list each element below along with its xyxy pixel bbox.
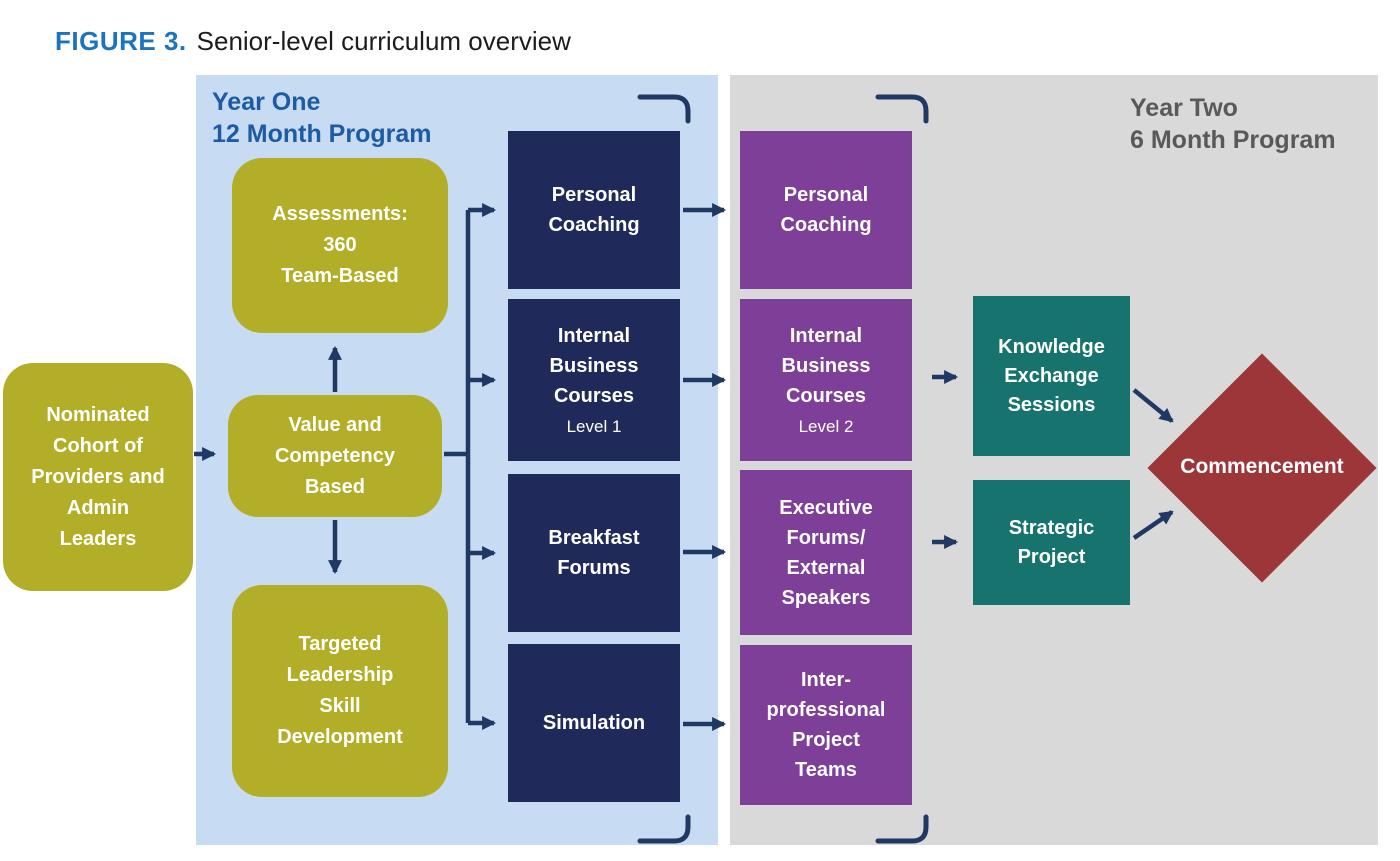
bracket-year-one-top (637, 94, 691, 124)
bracket-year-two-bottom (875, 814, 929, 844)
node-commencement: Commencement (1180, 455, 1344, 478)
node-y1-personal-coaching: Personal Coaching (508, 131, 680, 289)
node-value-competency: Value and Competency Based (228, 395, 442, 517)
bracket-year-two-top (875, 94, 929, 124)
node-label: Internal Business Courses (549, 324, 639, 407)
node-assessments: Assessments: 360 Team-Based (232, 158, 448, 333)
bracket-year-one-bottom (637, 814, 691, 844)
node-nominated-cohort: Nominated Cohort of Providers and Admin … (3, 363, 193, 591)
arrow-knowledge-to-commencement (1132, 388, 1174, 423)
node-sublabel: Level 2 (798, 416, 854, 436)
node-strategic-project: Strategic Project (973, 480, 1130, 605)
year-one-heading: Year One 12 Month Program (212, 88, 432, 148)
node-targeted-leadership: Targeted Leadership Skill Development (232, 585, 448, 797)
figure-caption: FIGURE 3. Senior-level curriculum overvi… (55, 26, 571, 57)
node-knowledge-exchange: Knowledge Exchange Sessions (973, 296, 1130, 456)
node-y2-internal-business-courses: Internal Business Courses Level 2 (740, 299, 912, 461)
arrow-strategic-to-commencement (1132, 510, 1174, 540)
node-sublabel: Level 1 (566, 416, 622, 436)
node-label: Internal Business Courses (781, 324, 871, 407)
node-y1-breakfast-forums: Breakfast Forums (508, 474, 680, 632)
node-y2-executive-forums: Executive Forums/ External Speakers (740, 470, 912, 635)
figure-title: Senior-level curriculum overview (196, 26, 571, 56)
figure-label: FIGURE 3. (55, 26, 187, 56)
year-two-heading: Year Two 6 Month Program (1130, 94, 1336, 154)
node-y2-interprofessional-teams: Inter- professional Project Teams (740, 645, 912, 805)
node-y1-internal-business-courses: Internal Business Courses Level 1 (508, 299, 680, 461)
node-y1-simulation: Simulation (508, 644, 680, 802)
node-y2-personal-coaching: Personal Coaching (740, 131, 912, 289)
